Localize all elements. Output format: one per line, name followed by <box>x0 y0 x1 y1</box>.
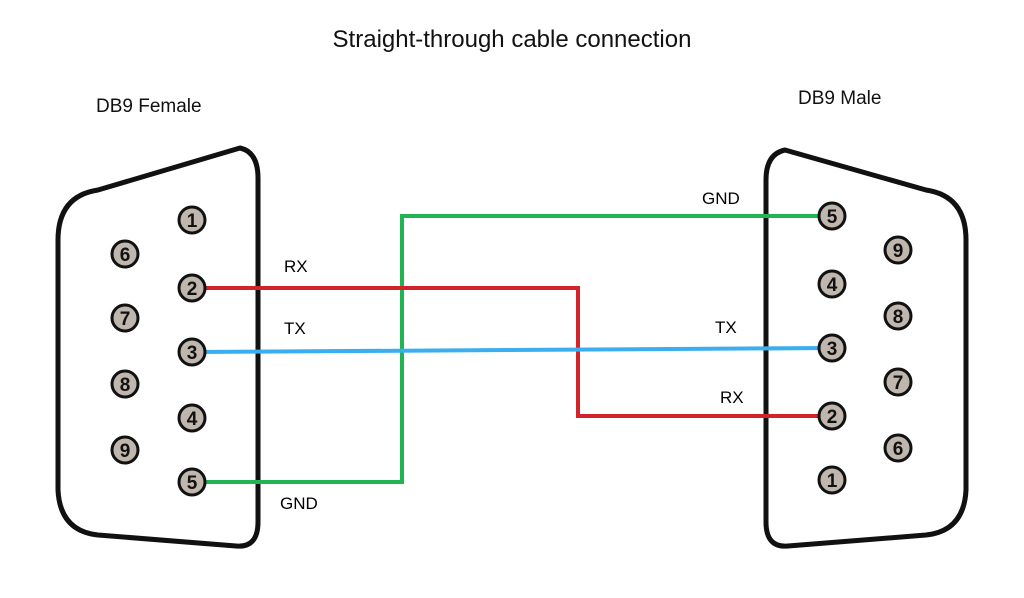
male-pin-9: 9 <box>883 235 913 265</box>
rx-wire <box>192 286 832 418</box>
male-pins: 5 4 3 2 1 9 8 7 6 <box>817 201 913 495</box>
female-pin-5: 5 <box>177 467 207 497</box>
svg-text:3: 3 <box>187 343 198 364</box>
male-pin-3: 3 <box>817 333 847 363</box>
female-pin-9: 9 <box>110 435 140 465</box>
female-connector-label: DB9 Female <box>96 96 202 117</box>
svg-text:4: 4 <box>827 275 838 296</box>
female-pin-1: 1 <box>177 205 207 235</box>
female-pin-3: 3 <box>177 337 207 367</box>
svg-text:9: 9 <box>893 241 904 262</box>
female-pin-2: 2 <box>177 273 207 303</box>
female-pin-6: 6 <box>110 239 140 269</box>
rx-label-right: RX <box>720 388 744 407</box>
male-pin-5: 5 <box>817 201 847 231</box>
male-pin-8: 8 <box>883 301 913 331</box>
male-pin-7: 7 <box>883 367 913 397</box>
svg-text:5: 5 <box>187 473 198 494</box>
female-pin-8: 8 <box>110 369 140 399</box>
svg-text:9: 9 <box>120 441 131 462</box>
svg-text:8: 8 <box>120 375 131 396</box>
male-pin-6: 6 <box>883 433 913 463</box>
gnd-label-right: GND <box>702 189 740 208</box>
svg-text:4: 4 <box>187 409 198 430</box>
svg-text:3: 3 <box>827 339 838 360</box>
tx-label-right: TX <box>715 318 737 337</box>
tx-wire <box>191 346 833 354</box>
female-connector-shell <box>55 145 261 549</box>
svg-text:5: 5 <box>827 207 838 228</box>
svg-text:2: 2 <box>827 407 838 428</box>
female-pin-4: 4 <box>177 403 207 433</box>
male-pin-4: 4 <box>817 269 847 299</box>
svg-text:1: 1 <box>187 211 198 232</box>
svg-text:6: 6 <box>120 245 131 266</box>
rx-label-left: RX <box>284 257 308 276</box>
gnd-label-left: GND <box>280 494 318 513</box>
male-connector-label: DB9 Male <box>798 88 882 109</box>
svg-text:7: 7 <box>120 309 131 330</box>
male-pin-2: 2 <box>817 401 847 431</box>
male-connector-shell <box>763 147 969 549</box>
svg-text:1: 1 <box>827 471 838 492</box>
female-pins: 1 2 3 4 5 6 7 8 9 <box>110 205 207 497</box>
diagram-title: Straight-through cable connection <box>332 26 692 53</box>
svg-text:2: 2 <box>187 279 198 300</box>
female-pin-7: 7 <box>110 303 140 333</box>
svg-text:7: 7 <box>893 373 904 394</box>
tx-label-left: TX <box>284 319 306 338</box>
svg-text:8: 8 <box>893 307 904 328</box>
svg-text:6: 6 <box>893 439 904 460</box>
male-pin-1: 1 <box>817 465 847 495</box>
